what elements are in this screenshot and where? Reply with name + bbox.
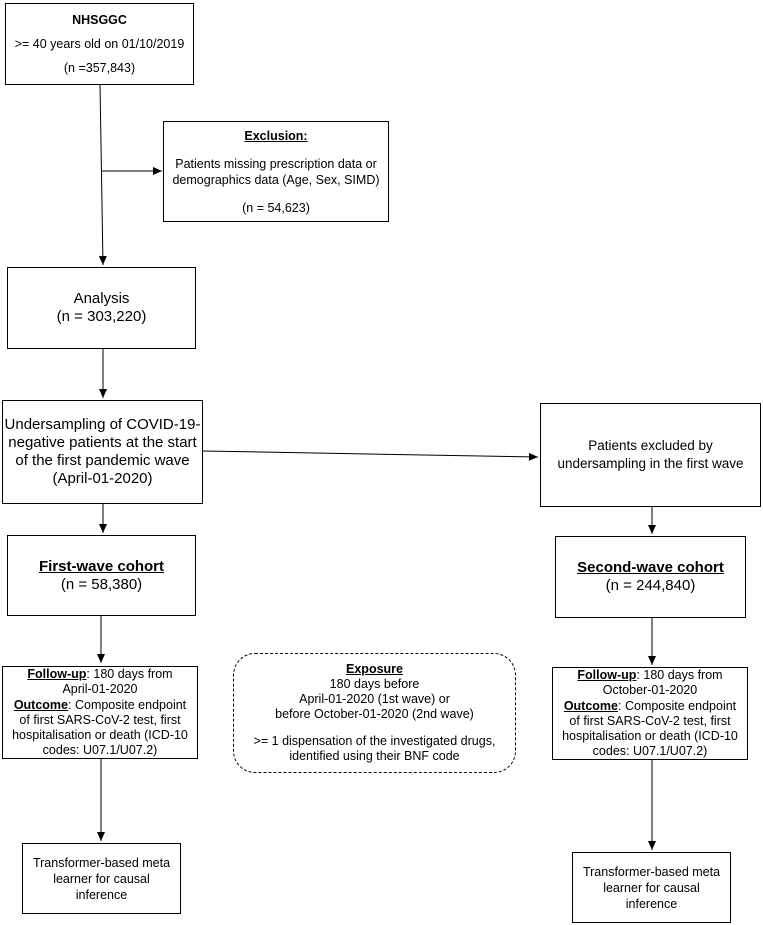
followup-first-label: Follow-up (27, 667, 87, 681)
undersampling-box: Undersampling of COVID-19- negative pati… (2, 400, 203, 504)
exclusion-title: Exclusion: (244, 128, 308, 143)
outcome-second-label: Outcome (563, 699, 619, 713)
exclusion-box: Exclusion: Patients missing prescription… (163, 121, 389, 222)
second-wave-cohort-box: Second-wave cohort (n = 244,840) (555, 536, 746, 618)
exposure-line3: before October-01-2020 (2nd wave) (275, 707, 474, 721)
followup-second-line: Follow-up: 180 days from (577, 668, 722, 683)
undersampling-line1: Undersampling of COVID-19- (4, 416, 201, 433)
learner-second-line3: inference (625, 896, 678, 911)
outcome-first-text3: hospitalisation or death (ICD-10 (12, 728, 188, 742)
first-wave-cohort-count: (n = 58,380) (60, 575, 143, 593)
outcome-first-line: Outcome: Composite endpoint (14, 698, 186, 713)
exclusion-text-line2: demographics data (Age, Sex, SIMD) (172, 172, 380, 187)
outcome-first-label: Outcome (13, 698, 69, 712)
outcome-first-text2: of first SARS-CoV-2 test, first (19, 713, 181, 727)
nhsggc-criterion: >= 40 years old on 01/10/2019 (14, 37, 185, 51)
outcome-second-line: Outcome: Composite endpoint (564, 699, 736, 714)
outcome-second-text3: hospitalisation or death (ICD-10 (562, 729, 738, 743)
first-wave-cohort-title: First-wave cohort (38, 557, 165, 575)
exposure-line1: 180 days before (329, 677, 420, 691)
followup-first-text1: : 180 days from (86, 667, 173, 681)
followup-second-text2: October-01-2020 (602, 683, 698, 697)
second-wave-cohort-count: (n = 244,840) (605, 577, 696, 594)
followup-first-text2: April-01-2020 (62, 682, 138, 696)
followup-first-line: Follow-up: 180 days from (27, 667, 172, 682)
followup-second-text1: : 180 days from (636, 668, 723, 682)
learner-first-line1: Transformer-based meta (32, 855, 171, 870)
undersampling-line2: negative patients at the start (8, 434, 197, 451)
exclusion-count: (n = 54,623) (242, 200, 310, 215)
analysis-title: Analysis (73, 290, 130, 307)
exposure-line2: April-01-2020 (1st wave) or (299, 692, 450, 706)
outcome-second-text2: of first SARS-CoV-2 test, first (569, 714, 731, 728)
exposure-line4: >= 1 dispensation of the investigated dr… (253, 734, 496, 748)
learner-first-box: Transformer-based meta learner for causa… (22, 843, 181, 914)
exposure-box: Exposure 180 days before April-01-2020 (… (233, 653, 516, 773)
undersampling-line4: (April-01-2020) (52, 470, 153, 487)
excluded-first-wave-line1: Patients excluded by (588, 438, 713, 453)
first-wave-cohort-box: First-wave cohort (n = 58,380) (7, 535, 196, 616)
excluded-first-wave-line2: undersampling in the first wave (557, 456, 744, 471)
learner-first-line3: inference (75, 887, 128, 902)
outcome-first-text1: : Composite endpoint (68, 698, 187, 712)
nhsggc-count: (n =357,843) (63, 61, 136, 75)
analysis-count: (n = 303,220) (56, 308, 147, 325)
nhsggc-box: NHSGGC >= 40 years old on 01/10/2019 (n … (5, 3, 194, 85)
learner-second-line1: Transformer-based meta (582, 864, 721, 879)
followup-second-label: Follow-up (577, 668, 637, 682)
second-wave-cohort-title: Second-wave cohort (577, 559, 724, 576)
arrow-undersampling-to-excluded (202, 450, 539, 461)
outcome-first-text4: codes: U07.1/U07.2) (42, 743, 158, 757)
undersampling-line3: of the first pandemic wave (15, 452, 190, 469)
learner-second-line2: learner for causal (603, 880, 700, 895)
learner-first-line2: learner for causal (53, 871, 150, 886)
exposure-title: Exposure (346, 662, 403, 676)
nhsggc-title: NHSGGC (72, 13, 127, 27)
excluded-first-wave-box: Patients excluded by undersampling in th… (540, 403, 761, 507)
learner-second-box: Transformer-based meta learner for causa… (572, 852, 731, 923)
followup-first-box: Follow-up: 180 days from April-01-2020 O… (2, 666, 198, 759)
exposure-line5: identified using their BNF code (289, 749, 460, 763)
exclusion-text-line1: Patients missing prescription data or (175, 156, 377, 171)
analysis-box: Analysis (n = 303,220) (7, 267, 196, 349)
outcome-second-text4: codes: U07.1/U07.2) (592, 744, 708, 758)
followup-second-box: Follow-up: 180 days from October-01-2020… (552, 667, 748, 760)
arrow-nhsggc-to-analysis (98, 83, 107, 266)
outcome-second-text1: : Composite endpoint (618, 699, 737, 713)
